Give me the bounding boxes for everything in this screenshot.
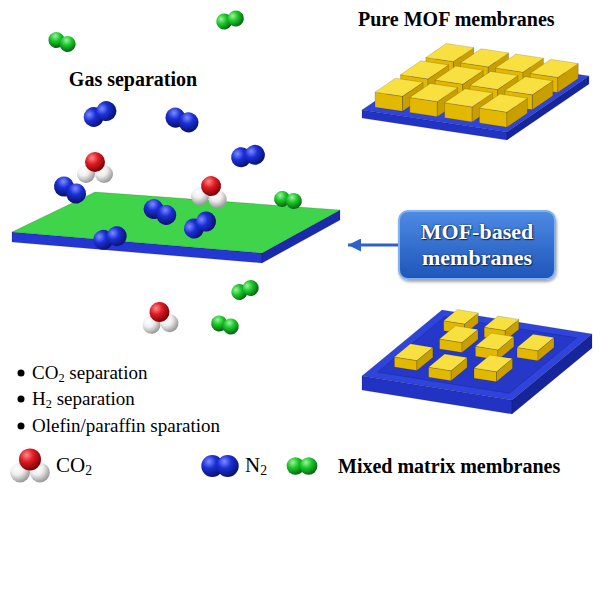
atom [62,180,89,207]
atom [285,192,304,211]
n2-molecule [180,208,219,242]
mof-crystal [429,354,468,381]
atom [226,9,246,29]
slab-top [12,192,340,253]
crystal-top [484,316,519,331]
membrane-field: Gas separation [8,68,348,268]
n2-molecule [80,98,119,130]
green-molecule [287,457,318,475]
atom [105,224,129,248]
box-label: MOF-based membranes [406,219,548,271]
co2-molecule [141,300,180,334]
crystal-top [479,94,527,112]
figure-label: Mixed matrix membranes [338,455,560,477]
green-molecule [209,314,240,337]
atom [240,278,261,299]
atom [19,448,41,470]
section-heading: Gas separation [38,68,228,91]
membrane-slab [12,192,340,263]
bullet-dot [18,370,25,377]
legend-text: CO2 [56,452,92,478]
n2-molecule [140,196,179,228]
n2-molecule [201,455,238,477]
tray-recess [377,317,576,394]
list-item: CO2 separation [32,362,147,384]
atom [243,143,266,166]
crystal-top [444,310,479,325]
pure-mof-membrane [362,43,589,140]
crystal-top [505,77,553,95]
green-molecule [46,30,78,55]
mof-crystal [479,94,527,127]
crystal-top [474,355,513,372]
green-molecule [229,278,261,303]
atom [221,317,241,337]
co2-molecule [10,448,50,482]
green-molecule [214,9,245,32]
atom [57,34,78,55]
n2-molecule [230,143,267,169]
mof-crystal [440,326,479,353]
atom [176,110,202,136]
mof-crystal [517,334,554,361]
legend-samples [10,448,239,482]
atom [85,152,105,172]
green-molecule [273,190,303,211]
crystal-top [475,333,514,350]
atom [149,301,171,323]
mixed-matrix-membrane [362,310,592,414]
crystal-top [530,59,578,77]
crystal-top [517,334,554,351]
mof-crystal [474,355,513,382]
atom [192,208,219,235]
crystal-top [429,354,468,371]
n2-molecule [163,105,202,135]
atom [199,175,222,198]
n2-molecule [91,224,129,252]
crystal-top [440,326,479,343]
plate-top [362,54,589,132]
gas-molecules [46,9,303,337]
co2-molecule [77,152,113,183]
arrow-connector [348,244,398,247]
atom [93,98,120,125]
crystal-top [394,344,433,361]
atom [300,457,318,475]
plate-top [362,310,592,400]
bullet-dot [18,423,25,430]
atom [153,202,180,229]
figure-label: Pure MOF membranes [358,8,555,30]
list-item: H2 separation [32,388,135,410]
atom [217,455,239,477]
mof-crystal [394,344,433,371]
co2-molecule [190,173,231,210]
legend-text: N2 [245,452,267,478]
list-item: Olefin/paraffin sparation [32,415,220,437]
process-box: MOF-based membranes [398,210,556,280]
bullet-dot [18,396,25,403]
